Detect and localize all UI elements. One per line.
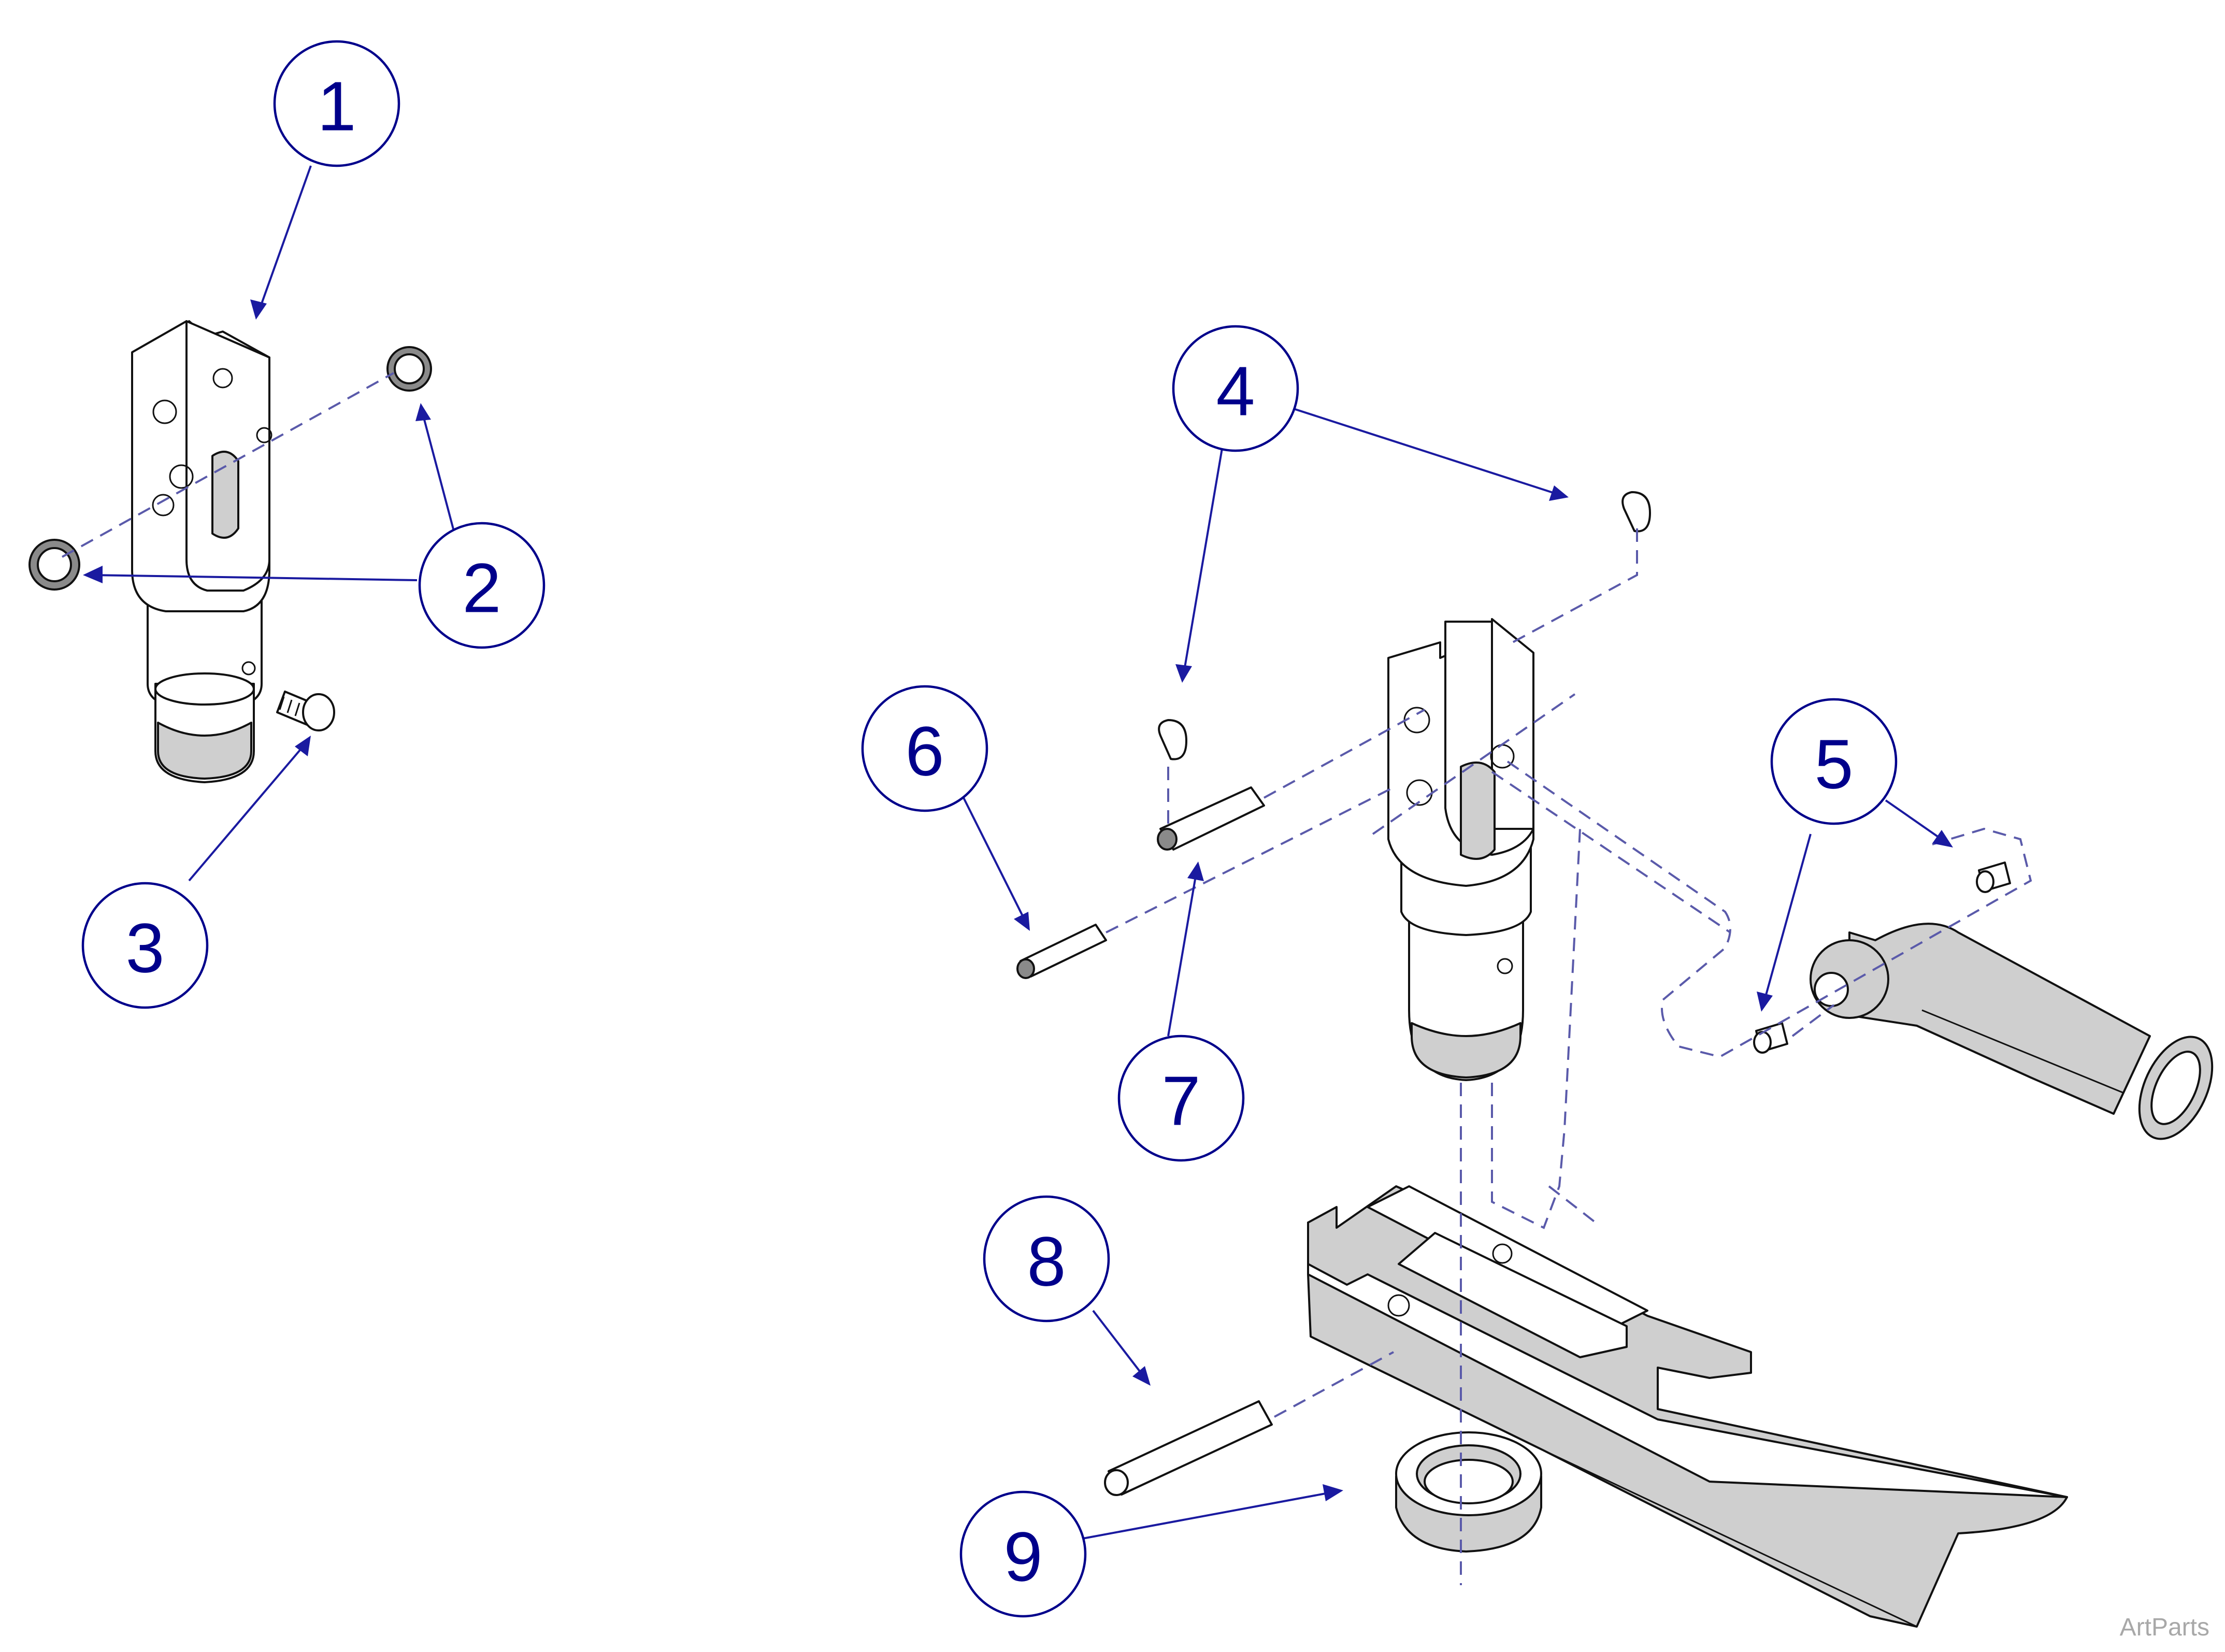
callout-4: 4 [1172, 325, 1299, 452]
callout-7: 7 [1117, 1035, 1245, 1162]
callout-8-label: 8 [1027, 1223, 1066, 1301]
e-clip-right [1621, 491, 1651, 533]
pivot-pin-lower [1016, 924, 1107, 979]
link-arm [1810, 923, 2214, 1140]
e-clip-left [1158, 719, 1187, 760]
bushing-left [1753, 1022, 1788, 1054]
pivot-pin-upper [1157, 786, 1265, 851]
callout-3-label: 3 [125, 909, 164, 987]
left-clevis-assembly [131, 320, 272, 783]
retaining-ring-right [386, 346, 432, 392]
callout-8: 8 [983, 1195, 1110, 1323]
callout-1: 1 [273, 40, 400, 167]
callout-6: 6 [861, 685, 988, 812]
callout-2: 2 [418, 522, 546, 649]
callout-3: 3 [81, 882, 209, 1009]
center-clevis-assembly [1387, 618, 1534, 1081]
callout-9: 9 [959, 1490, 1087, 1618]
callout-4-label: 4 [1216, 352, 1255, 430]
callout-5: 5 [1770, 698, 1898, 825]
callout-9-label: 9 [1003, 1518, 1042, 1596]
leader-lines [83, 165, 1953, 1540]
dowel-pin [1104, 1400, 1273, 1496]
callout-7-label: 7 [1161, 1062, 1200, 1140]
callout-1-label: 1 [317, 67, 356, 146]
bearing-ring [1395, 1431, 1542, 1553]
bushing-right [1976, 861, 2011, 893]
callout-2-label: 2 [462, 549, 501, 627]
callout-6-label: 6 [905, 712, 944, 791]
callout-5-label: 5 [1814, 725, 1853, 803]
support-channel [1307, 1185, 2068, 1628]
watermark-text: ArtParts [2119, 1614, 2209, 1641]
retaining-ring-left [28, 539, 80, 591]
set-screw [276, 691, 335, 731]
